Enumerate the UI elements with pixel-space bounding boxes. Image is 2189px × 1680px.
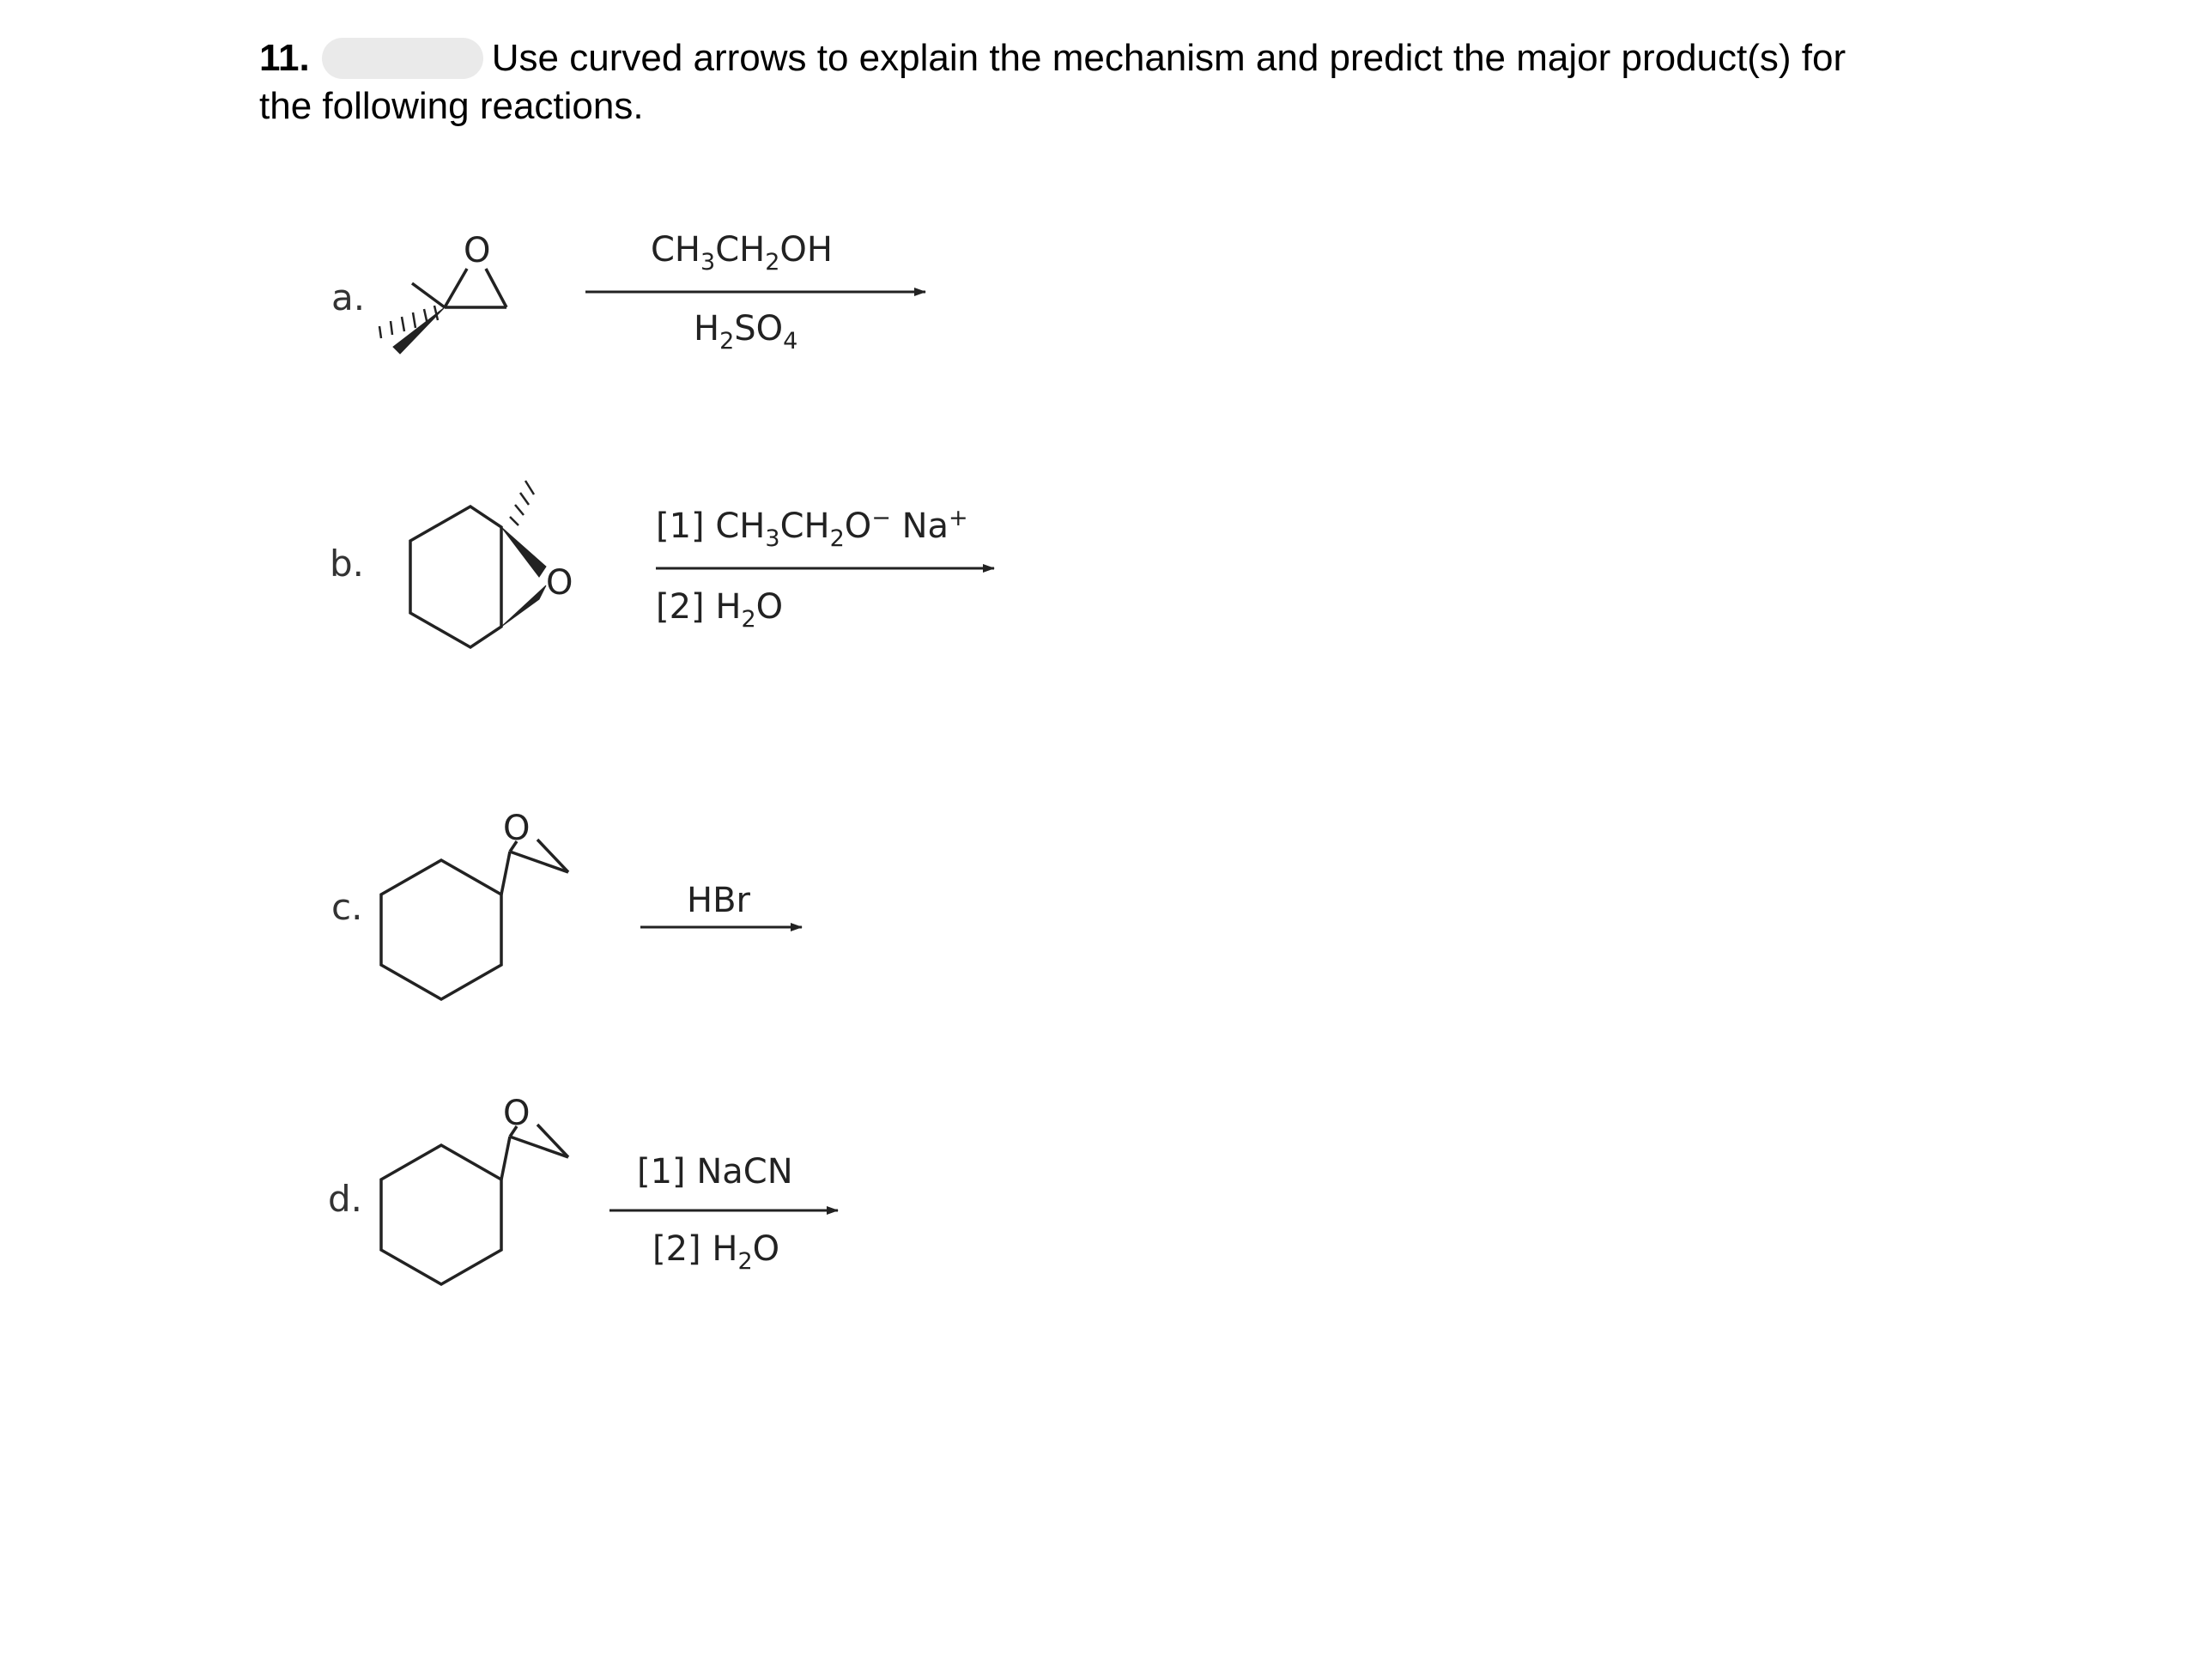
reaction-a-oxygen: O — [464, 231, 490, 270]
question-line-1: 11. Use curved arrows to explain the mech… — [259, 34, 1976, 82]
reaction-b-reagent-below: [2] H2O — [656, 587, 784, 633]
reaction-b-oxygen: O — [546, 563, 573, 603]
reaction-c-reagent-above: HBr — [687, 881, 750, 920]
reaction-d-reagent-above: [1] NaCN — [637, 1152, 793, 1192]
question-header: 11. Use curved arrows to explain the mech… — [259, 34, 1976, 130]
reaction-b-reagent-above: [1] CH3CH2O− Na+ — [656, 505, 968, 552]
reaction-a-epoxide — [378, 268, 508, 355]
reaction-b-epoxide — [409, 480, 547, 650]
reaction-a-label: a. — [331, 276, 366, 318]
reaction-d-epoxide — [379, 1123, 570, 1287]
reaction-c-label: c. — [331, 886, 363, 928]
reaction-d-reagent-below: [2] H2O — [652, 1229, 780, 1275]
reaction-c-epoxide — [379, 838, 570, 1002]
reaction-b-label: b. — [330, 543, 365, 585]
reaction-c-oxygen: O — [503, 809, 530, 848]
question-text-line-2: the following reactions. — [259, 85, 644, 127]
reaction-d-oxygen: O — [503, 1094, 530, 1133]
redacted-points-badge — [321, 38, 483, 79]
reaction-a-reagent-below: H2SO4 — [694, 309, 798, 355]
reaction-d-label: d. — [328, 1178, 363, 1220]
question-text-line-1: Use curved arrows to explain the mechani… — [491, 37, 1846, 79]
reaction-a-reagent-above: CH3CH2OH — [651, 230, 833, 276]
question-number: 11. — [259, 37, 310, 79]
